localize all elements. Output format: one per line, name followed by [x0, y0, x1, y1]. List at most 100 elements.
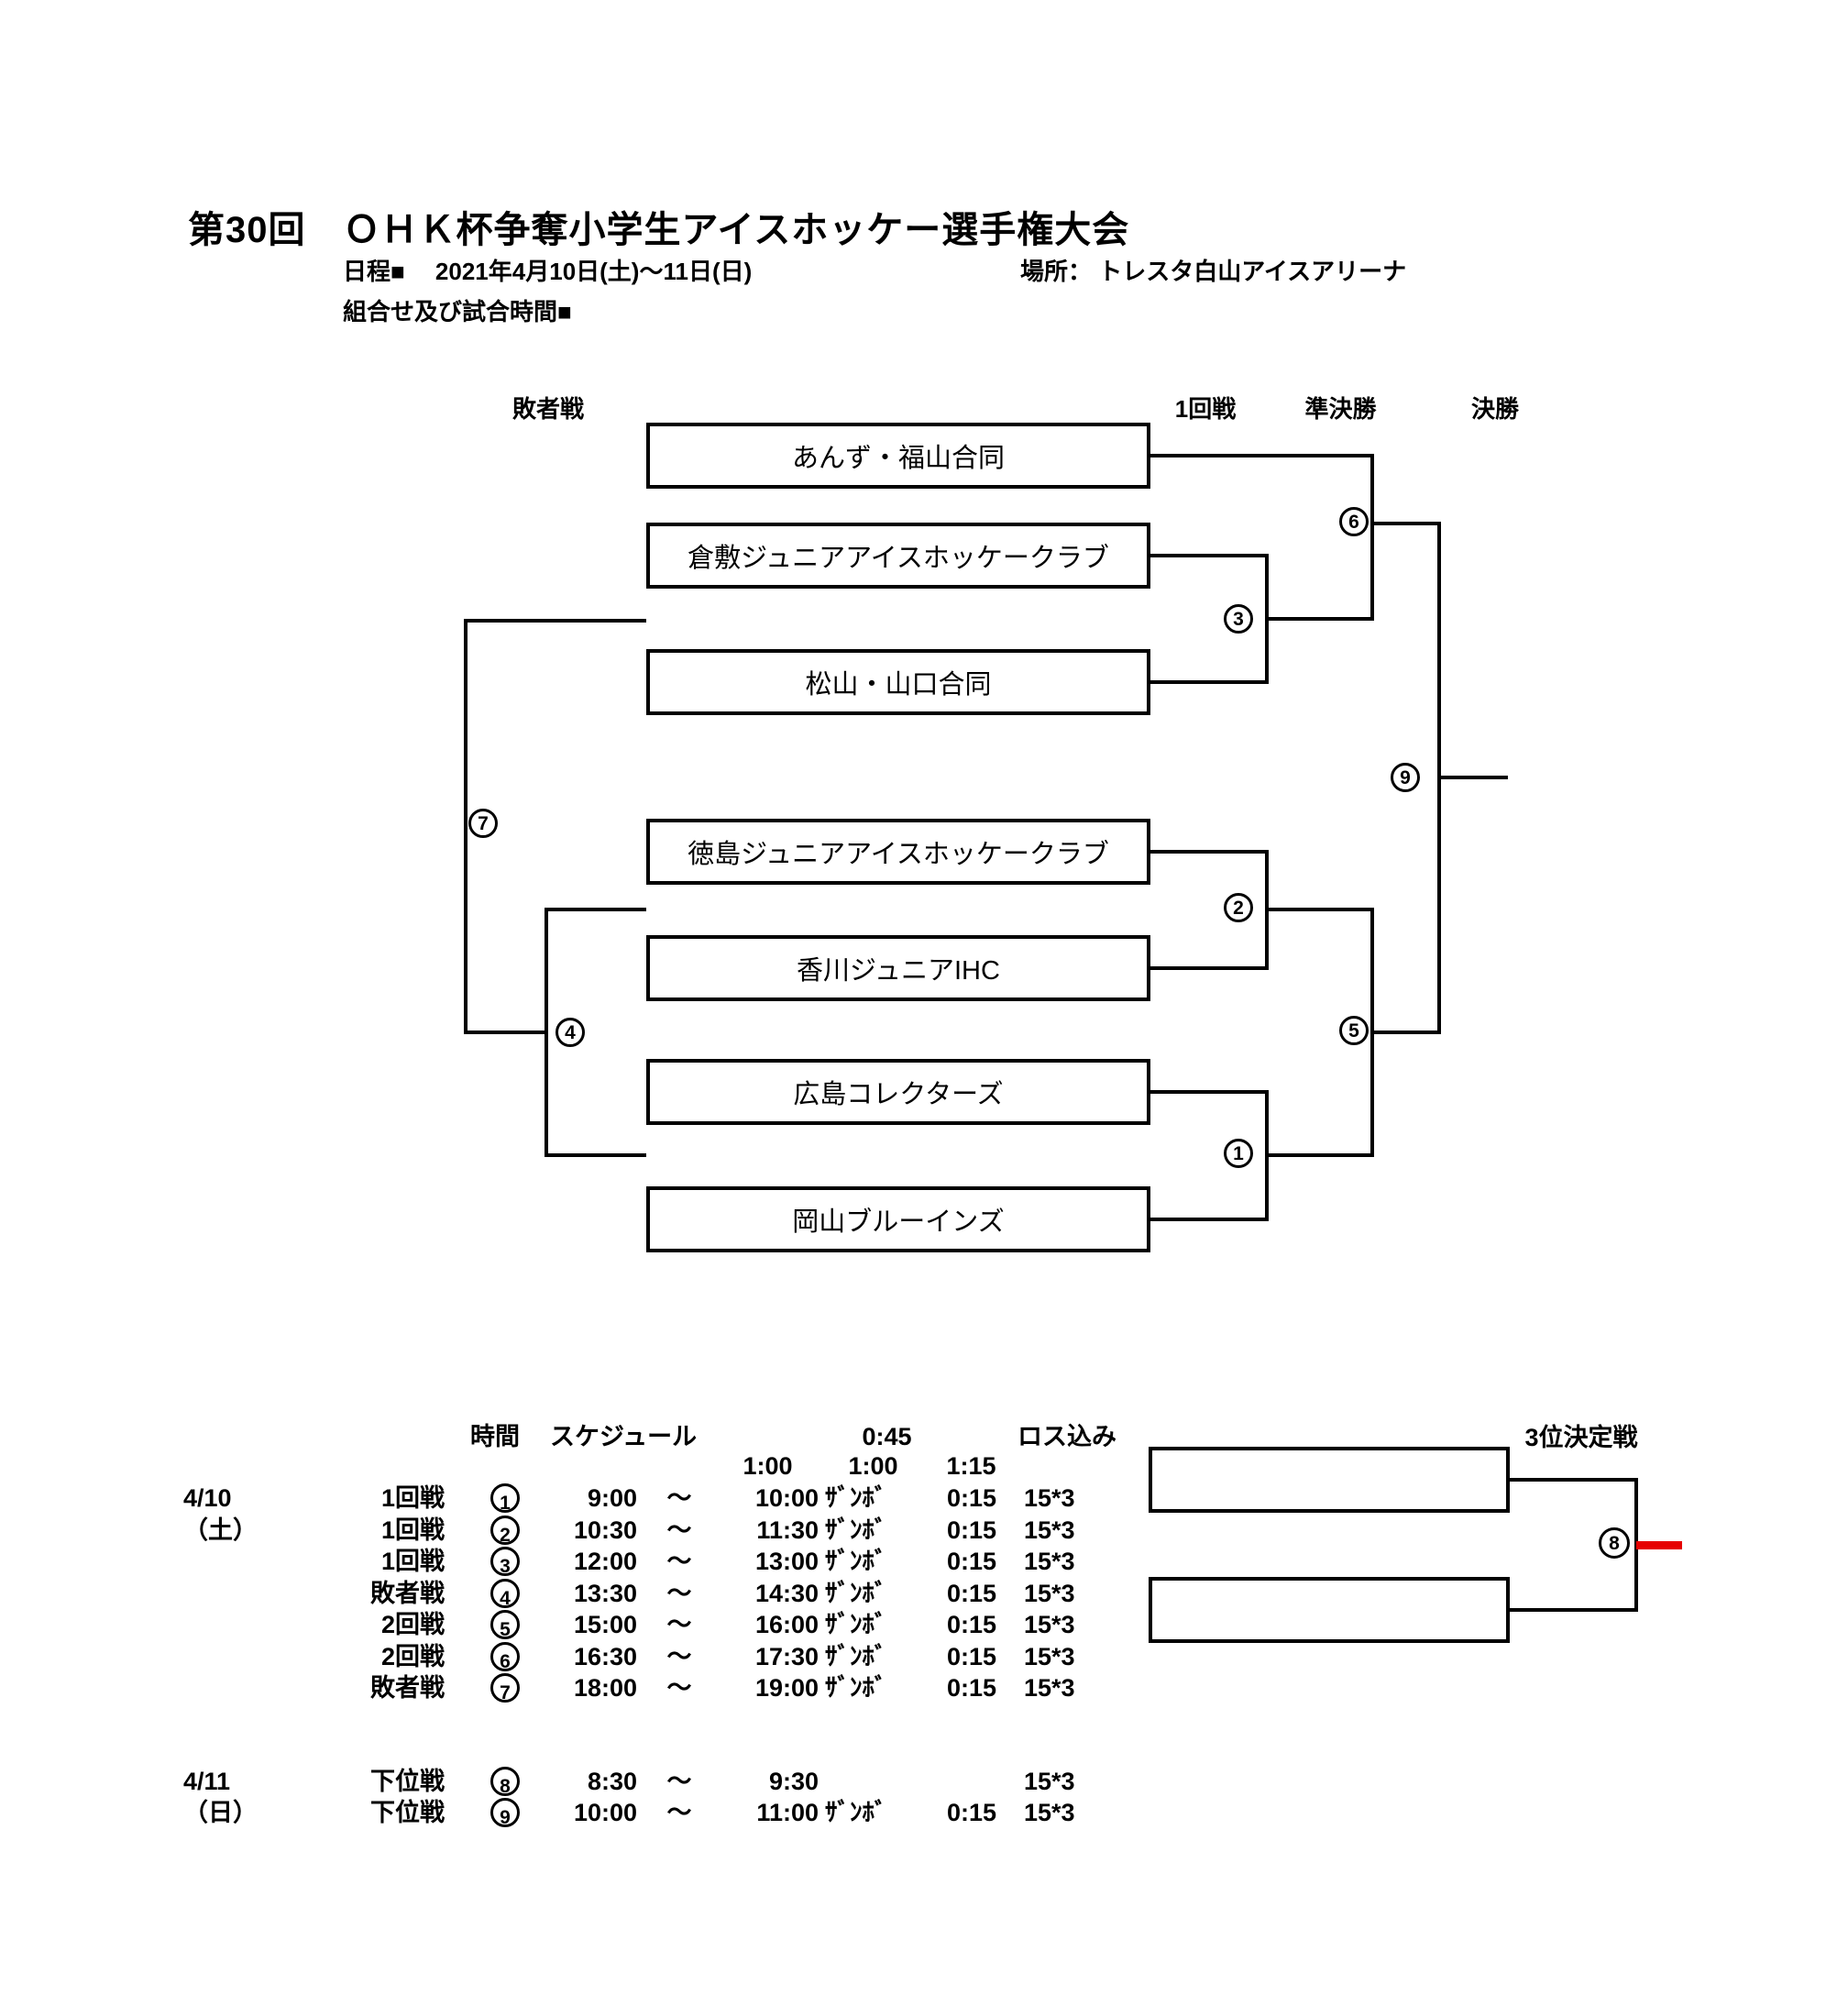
bracket-line-team2-out [1149, 554, 1269, 557]
schedule-format: 15*3 [1024, 1580, 1075, 1607]
match-number: 8 [500, 1776, 511, 1797]
schedule-tilde: ～ [666, 1516, 692, 1544]
bracket-line-team1-out [1149, 454, 1374, 457]
schedule-date: 4/10 [183, 1484, 232, 1512]
schedule-start: 13:30 [573, 1580, 637, 1607]
match-number: 2 [1233, 897, 1244, 919]
schedule-match-circle: 6 [490, 1642, 520, 1672]
schedule-format: 15*3 [1024, 1611, 1075, 1638]
match-number: 6 [500, 1651, 511, 1672]
schedule-tilde: ～ [666, 1768, 692, 1795]
team-name: 岡山ブルーインズ [792, 1207, 1005, 1237]
bracket-line-team4-out [1149, 850, 1269, 854]
match-number: 7 [500, 1682, 511, 1703]
team-box-tokushima: 徳島ジュニアアイスホッケークラブ [646, 819, 1150, 885]
loser-vline-match7 [464, 619, 468, 1034]
schedule-format: 15*3 [1024, 1674, 1075, 1702]
bracket-line-team5-out [1149, 966, 1269, 970]
schedule-format: 15*3 [1024, 1484, 1075, 1512]
schedule-match-circle: 2 [490, 1516, 520, 1546]
schedule-format: 15*3 [1024, 1643, 1075, 1670]
team-box-kurashiki: 倉敷ジュニアアイスホッケークラブ [646, 523, 1150, 589]
bracket-vline-match3 [1265, 554, 1269, 684]
schedule-round: 2回戦 [380, 1611, 445, 1638]
match-number: 7 [478, 812, 489, 834]
schedule-match-circle: 7 [490, 1673, 520, 1703]
match-number: 9 [500, 1807, 511, 1828]
match-circle-8: 8 [1599, 1527, 1630, 1559]
third-place-box-top [1149, 1447, 1510, 1513]
bracket-line-team7-out [1149, 1218, 1269, 1221]
date-line: 日程■ 2021年4月10日(土)～11日(日) [343, 258, 753, 285]
schedule-zamboni: ｻﾞﾝﾎﾞ [825, 1799, 887, 1826]
schedule-start: 9:00 [587, 1484, 637, 1512]
schedule-row-2: （土） 1回戦 2 10:30 ～ 11:30 ｻﾞﾝﾎﾞ 0:15 15*3 [183, 1513, 1109, 1548]
schedule-match-circle: 4 [490, 1579, 520, 1609]
schedule-row-8: 4/11 下位戦 8 8:30 ～ 9:30 15*3 [183, 1764, 1109, 1799]
bracket-vline-match6 [1370, 454, 1374, 621]
team-name: あんず・福山合同 [791, 444, 1005, 473]
schedule-round: 1回戦 [380, 1548, 445, 1575]
schedule-zamboni: ｻﾞﾝﾎﾞ [825, 1484, 887, 1512]
match-circle-9: 9 [1391, 763, 1420, 792]
schedule-end: 10:00 [754, 1484, 819, 1512]
schedule-end: 9:30 [768, 1768, 819, 1795]
team-name: 倉敷ジュニアアイスホッケークラブ [688, 544, 1109, 573]
schedule-header-100b: 1:00 [848, 1452, 898, 1480]
schedule-format: 15*3 [1024, 1516, 1075, 1544]
loser-line-match4-winner [464, 1031, 548, 1034]
match-number: 9 [1400, 766, 1411, 788]
match-circle-7: 7 [468, 809, 498, 838]
match-circle-2: 2 [1224, 893, 1253, 922]
schedule-header-045: 0:45 [862, 1423, 912, 1450]
schedule-start: 10:00 [573, 1799, 637, 1826]
loser-vline-match4 [544, 908, 548, 1157]
bracket-line-team3-out [1149, 680, 1269, 684]
schedule-end: 17:30 [754, 1643, 819, 1670]
bracket-line-champion [1437, 776, 1508, 779]
schedule-zamboni: ｻﾞﾝﾎﾞ [825, 1674, 887, 1702]
match-circle-4: 4 [556, 1018, 585, 1047]
match-circle-6: 6 [1339, 507, 1369, 536]
team-box-okayama: 岡山ブルーインズ [646, 1186, 1150, 1252]
schedule-zamboni: ｻﾞﾝﾎﾞ [825, 1580, 887, 1607]
schedule-gap: 0:15 [946, 1643, 996, 1670]
schedule-round: 1回戦 [380, 1484, 445, 1512]
schedule-start: 15:00 [573, 1611, 637, 1638]
schedule-start: 10:30 [573, 1516, 637, 1544]
team-box-hiroshima: 広島コレクターズ [646, 1059, 1150, 1125]
schedule-date: （土） [183, 1516, 258, 1544]
schedule-round: 下位戦 [370, 1799, 445, 1826]
column-label-losers: 敗者戦 [512, 395, 584, 423]
bracket-line-match3-winner [1265, 617, 1374, 621]
schedule-format: 15*3 [1024, 1548, 1075, 1575]
schedule-round: 敗者戦 [370, 1580, 445, 1607]
match-number: 2 [500, 1525, 511, 1546]
schedule-row-4: 敗者戦 4 13:30 ～ 14:30 ｻﾞﾝﾎﾞ 0:15 15*3 [183, 1576, 1109, 1611]
bracket-line-match1-winner [1265, 1153, 1374, 1157]
bracket-vline-match9 [1437, 522, 1441, 1034]
schedule-match-circle: 1 [490, 1483, 520, 1514]
match-circle-3: 3 [1224, 604, 1253, 634]
schedule-row-1: 4/10 1回戦 1 9:00 ～ 10:00 ｻﾞﾝﾎﾞ 0:15 15*3 [183, 1481, 1109, 1516]
column-label-round1: 1回戦 [1174, 395, 1237, 423]
bracket-line-match6-winner [1370, 522, 1441, 525]
schedule-match-circle: 3 [490, 1547, 520, 1577]
schedule-gap: 0:15 [946, 1516, 996, 1544]
match-circle-1: 1 [1224, 1139, 1253, 1168]
match-number: 4 [565, 1021, 576, 1043]
bracket-vline-match2 [1265, 850, 1269, 970]
column-label-final: 決勝 [1470, 395, 1519, 423]
schedule-round: 下位戦 [370, 1768, 445, 1795]
schedule-header-100a: 1:00 [742, 1452, 793, 1480]
schedule-header-time: 時間 [470, 1423, 520, 1450]
team-box-kagawa: 香川ジュニアIHC [646, 935, 1150, 1001]
team-name: 広島コレクターズ [793, 1080, 1004, 1109]
schedule-date: （日） [183, 1799, 258, 1826]
schedule-zamboni: ｻﾞﾝﾎﾞ [825, 1516, 887, 1544]
schedule-format: 15*3 [1024, 1768, 1075, 1795]
schedule-tilde: ～ [666, 1674, 692, 1702]
schedule-gap: 0:15 [946, 1484, 996, 1512]
schedule-tilde: ～ [666, 1548, 692, 1575]
schedule-zamboni: ｻﾞﾝﾎﾞ [825, 1643, 887, 1670]
